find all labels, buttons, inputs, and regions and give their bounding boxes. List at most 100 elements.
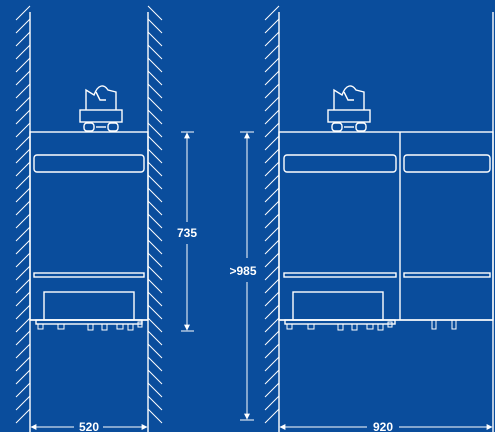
wall-hatch-line xyxy=(147,265,163,281)
wall-hatch-line xyxy=(147,5,163,21)
wall-hatch-line xyxy=(15,57,31,73)
wall-hatch-line xyxy=(264,226,280,242)
wall-hatch-line xyxy=(264,109,280,125)
wall-hatch-line xyxy=(264,44,280,60)
wall-hatch-line xyxy=(15,408,31,424)
wall-hatch-line xyxy=(15,265,31,281)
wall-hatch-line xyxy=(15,5,31,21)
wall-hatch-line xyxy=(15,382,31,398)
wall-hatch-line xyxy=(264,408,280,424)
width-label-520: 520 xyxy=(79,420,99,432)
wall-hatch-line xyxy=(264,343,280,359)
wall-hatch-line xyxy=(147,148,163,164)
wall-hatch-line xyxy=(264,395,280,411)
height-dimension-735: 735 xyxy=(177,131,197,332)
wall-hatch-line xyxy=(264,122,280,138)
wall-hatch-line xyxy=(264,187,280,203)
wall-hatch-line xyxy=(147,239,163,255)
wall-hatch-line xyxy=(264,265,280,281)
wall-hatch-line xyxy=(264,252,280,268)
top-fitting-icon xyxy=(79,85,123,132)
cabinet-body-2 xyxy=(278,131,494,321)
wall-hatch-line xyxy=(264,83,280,99)
wall-hatch-line xyxy=(15,252,31,268)
wall-hatch-line xyxy=(147,226,163,242)
wall-hatch-line xyxy=(147,317,163,333)
wall-hatch-line xyxy=(15,148,31,164)
wall-hatch-line xyxy=(147,96,163,112)
width-label-920: 920 xyxy=(373,420,393,432)
wall-hatch-line xyxy=(147,44,163,60)
wall-hatch-line xyxy=(147,213,163,229)
wall-hatch-line xyxy=(15,226,31,242)
wall-hatch-line xyxy=(264,135,280,151)
width-dimension-920: 920 xyxy=(279,420,493,432)
wall-hatch-line xyxy=(147,31,163,47)
height-dimension-985: >985 xyxy=(229,131,257,421)
wall-hatch-line xyxy=(15,122,31,138)
wall-hatch-line xyxy=(147,109,163,125)
wall-hatch-line xyxy=(147,343,163,359)
wall-hatch-line xyxy=(147,57,163,73)
wall-hatch-line xyxy=(264,213,280,229)
wall-hatch-line xyxy=(147,369,163,385)
wall-hatch-line xyxy=(147,187,163,203)
wall-hatch-line xyxy=(147,304,163,320)
wall-hatch-line xyxy=(147,356,163,372)
wall-hatch-line xyxy=(15,291,31,307)
wall-hatch-line xyxy=(15,174,31,190)
wall-hatch-line xyxy=(264,278,280,294)
wall-hatch-line xyxy=(15,330,31,346)
left-wall-single xyxy=(15,5,31,432)
wall-hatch-line xyxy=(264,18,280,34)
wall-hatch-line xyxy=(147,278,163,294)
single-unit: 735 520 xyxy=(15,5,197,432)
wall-hatch-line xyxy=(147,382,163,398)
wall-hatch-line xyxy=(147,161,163,177)
wall-hatch-line xyxy=(147,70,163,86)
wall-hatch-line xyxy=(15,83,31,99)
wall-hatch-line xyxy=(147,83,163,99)
wall-hatch-line xyxy=(264,5,280,21)
wall-hatch-line xyxy=(15,187,31,203)
wall-hatch-line xyxy=(147,200,163,216)
cabinet-body xyxy=(29,131,149,321)
wall-hatch-line xyxy=(264,369,280,385)
wall-hatch-line xyxy=(15,31,31,47)
top-fitting-icon-2 xyxy=(327,85,371,132)
wall-hatch-line xyxy=(15,213,31,229)
wall-hatch-line xyxy=(15,96,31,112)
wall-hatch-line xyxy=(264,330,280,346)
wall-hatch-line xyxy=(15,278,31,294)
wall-hatch-line xyxy=(15,395,31,411)
wall-hatch-line xyxy=(15,200,31,216)
wall-hatch-line xyxy=(147,395,163,411)
wall-hatch-line xyxy=(147,18,163,34)
wall-hatch-line xyxy=(147,291,163,307)
wall-hatch-line xyxy=(15,356,31,372)
wall-hatch-line xyxy=(147,330,163,346)
wall-hatch-line xyxy=(15,369,31,385)
wall-hatch-line xyxy=(264,96,280,112)
wall-hatch-line xyxy=(147,408,163,424)
wall-hatch-line xyxy=(147,135,163,151)
wall-hatch-line xyxy=(15,343,31,359)
wall-hatch-line xyxy=(264,317,280,333)
wall-hatch-line xyxy=(15,44,31,60)
left-wall-double xyxy=(264,5,280,432)
wall-hatch-line xyxy=(264,31,280,47)
wall-hatch-line xyxy=(147,122,163,138)
bottom-connectors xyxy=(35,319,143,331)
wall-hatch-line xyxy=(264,291,280,307)
wall-hatch-line xyxy=(15,109,31,125)
wall-hatch-line xyxy=(264,161,280,177)
height-label-735: 735 xyxy=(177,226,197,240)
wall-hatch-line xyxy=(147,252,163,268)
double-unit: >985 920 xyxy=(229,5,494,432)
wall-hatch-line xyxy=(15,304,31,320)
wall-hatch-line xyxy=(264,200,280,216)
wall-hatch-line xyxy=(15,317,31,333)
wall-hatch-line xyxy=(264,148,280,164)
